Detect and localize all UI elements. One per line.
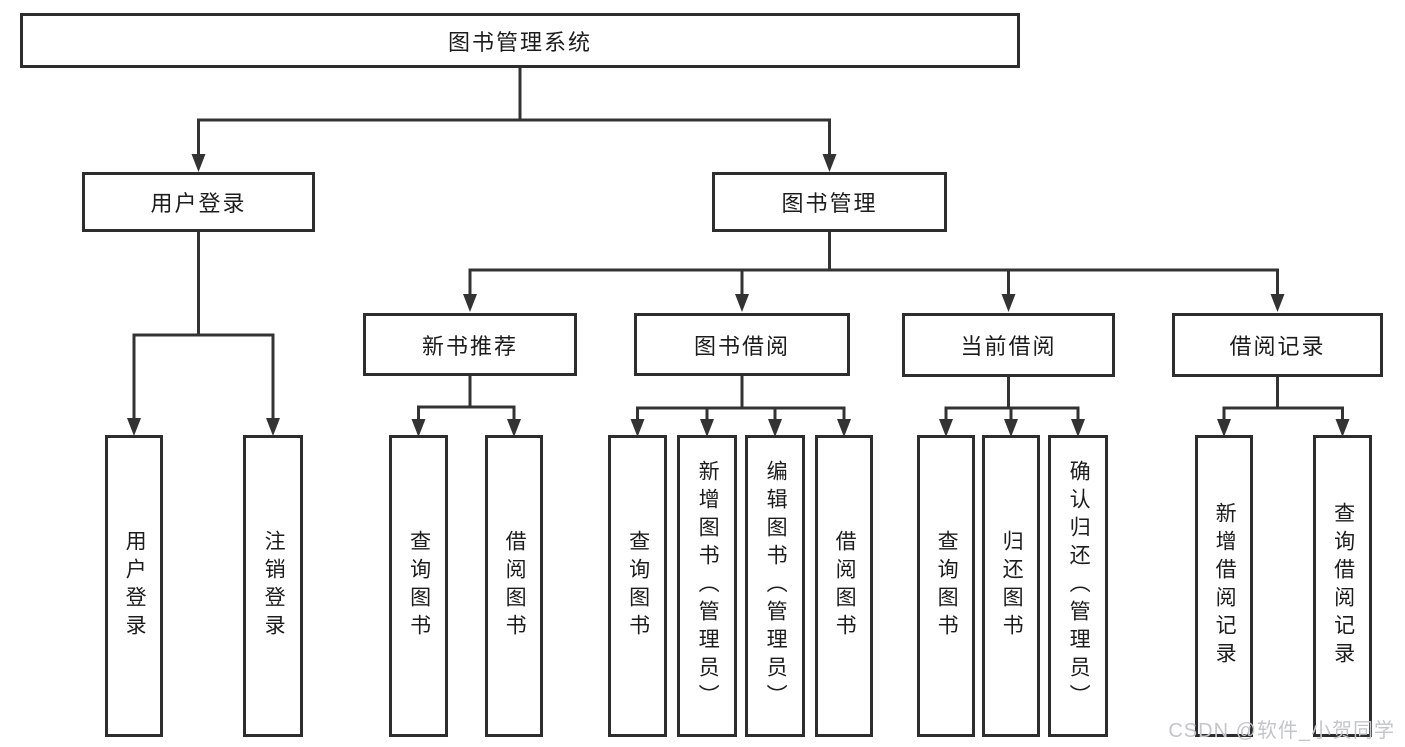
node-new-book-recommend-label: 新书推荐 (421, 333, 518, 359)
edge-root-to-level2 (197, 68, 831, 156)
leaf-bookborrow-query: 查询图书 (608, 435, 667, 737)
leaf-record-query-label: 查询借阅记录 (1331, 502, 1355, 670)
edge-borrowrecord-to-leaves (1222, 377, 1344, 421)
leaf-currentborrow-confirm: 确认归还（管理员） (1048, 435, 1108, 737)
edge-userlogin-to-leaves (132, 232, 275, 420)
leaf-currentborrow-confirm-label: 确认归还（管理员） (1067, 460, 1091, 712)
leaf-record-add: 新增借阅记录 (1195, 435, 1253, 737)
leaf-bookborrow-add-label: 新增图书（管理员） (696, 460, 720, 712)
leaf-currentborrow-query-label: 查询图书 (935, 530, 959, 642)
edge-newbook-to-leaves (417, 376, 516, 421)
node-user-login: 用户登录 (82, 172, 315, 232)
csdn-watermark: CSDN @软件_小贺同学 (1168, 720, 1395, 742)
node-book-mgmt: 图书管理 (712, 172, 947, 232)
node-root-label: 图书管理系统 (447, 29, 592, 55)
leaf-currentborrow-return-label: 归还图书 (1000, 530, 1024, 642)
node-new-book-recommend: 新书推荐 (363, 313, 577, 376)
edge-bookborrow-to-leaves (636, 376, 846, 421)
leaf-bookborrow-edit: 编辑图书（管理员） (745, 435, 805, 737)
leaf-bookborrow-edit-label: 编辑图书（管理员） (764, 460, 788, 712)
node-book-borrow: 图书借阅 (634, 313, 850, 376)
leaf-newbook-query: 查询图书 (389, 435, 448, 737)
node-root: 图书管理系统 (20, 13, 1020, 68)
node-book-borrow-label: 图书借阅 (693, 333, 790, 359)
leaf-bookborrow-add: 新增图书（管理员） (677, 435, 737, 737)
node-current-borrow-label: 当前借阅 (960, 334, 1057, 359)
leaf-user-login-label: 用户登录 (123, 530, 147, 642)
leaf-bookborrow-query-label: 查询图书 (626, 530, 650, 642)
node-current-borrow: 当前借阅 (902, 313, 1115, 377)
leaf-newbook-borrow: 借阅图书 (485, 435, 543, 737)
node-user-login-label: 用户登录 (150, 191, 247, 216)
leaf-newbook-query-label: 查询图书 (407, 530, 431, 642)
leaf-user-login: 用户登录 (105, 435, 163, 737)
edge-bookmgmt-to-level3 (468, 232, 1279, 296)
leaf-record-query: 查询借阅记录 (1313, 435, 1372, 737)
leaf-currentborrow-query: 查询图书 (917, 435, 975, 737)
edge-currentborrow-to-leaves (944, 377, 1080, 421)
leaf-logout-label: 注销登录 (262, 530, 286, 642)
node-borrow-record-label: 借阅记录 (1229, 334, 1326, 359)
leaf-bookborrow-borrow-label: 借阅图书 (833, 530, 857, 642)
node-book-mgmt-label: 图书管理 (781, 191, 878, 216)
node-borrow-record: 借阅记录 (1172, 313, 1383, 377)
leaf-logout: 注销登录 (243, 435, 303, 737)
leaf-newbook-borrow-label: 借阅图书 (503, 530, 527, 642)
leaf-record-add-label: 新增借阅记录 (1213, 502, 1237, 670)
leaf-bookborrow-borrow: 借阅图书 (815, 435, 873, 737)
leaf-currentborrow-return: 归还图书 (982, 435, 1040, 737)
